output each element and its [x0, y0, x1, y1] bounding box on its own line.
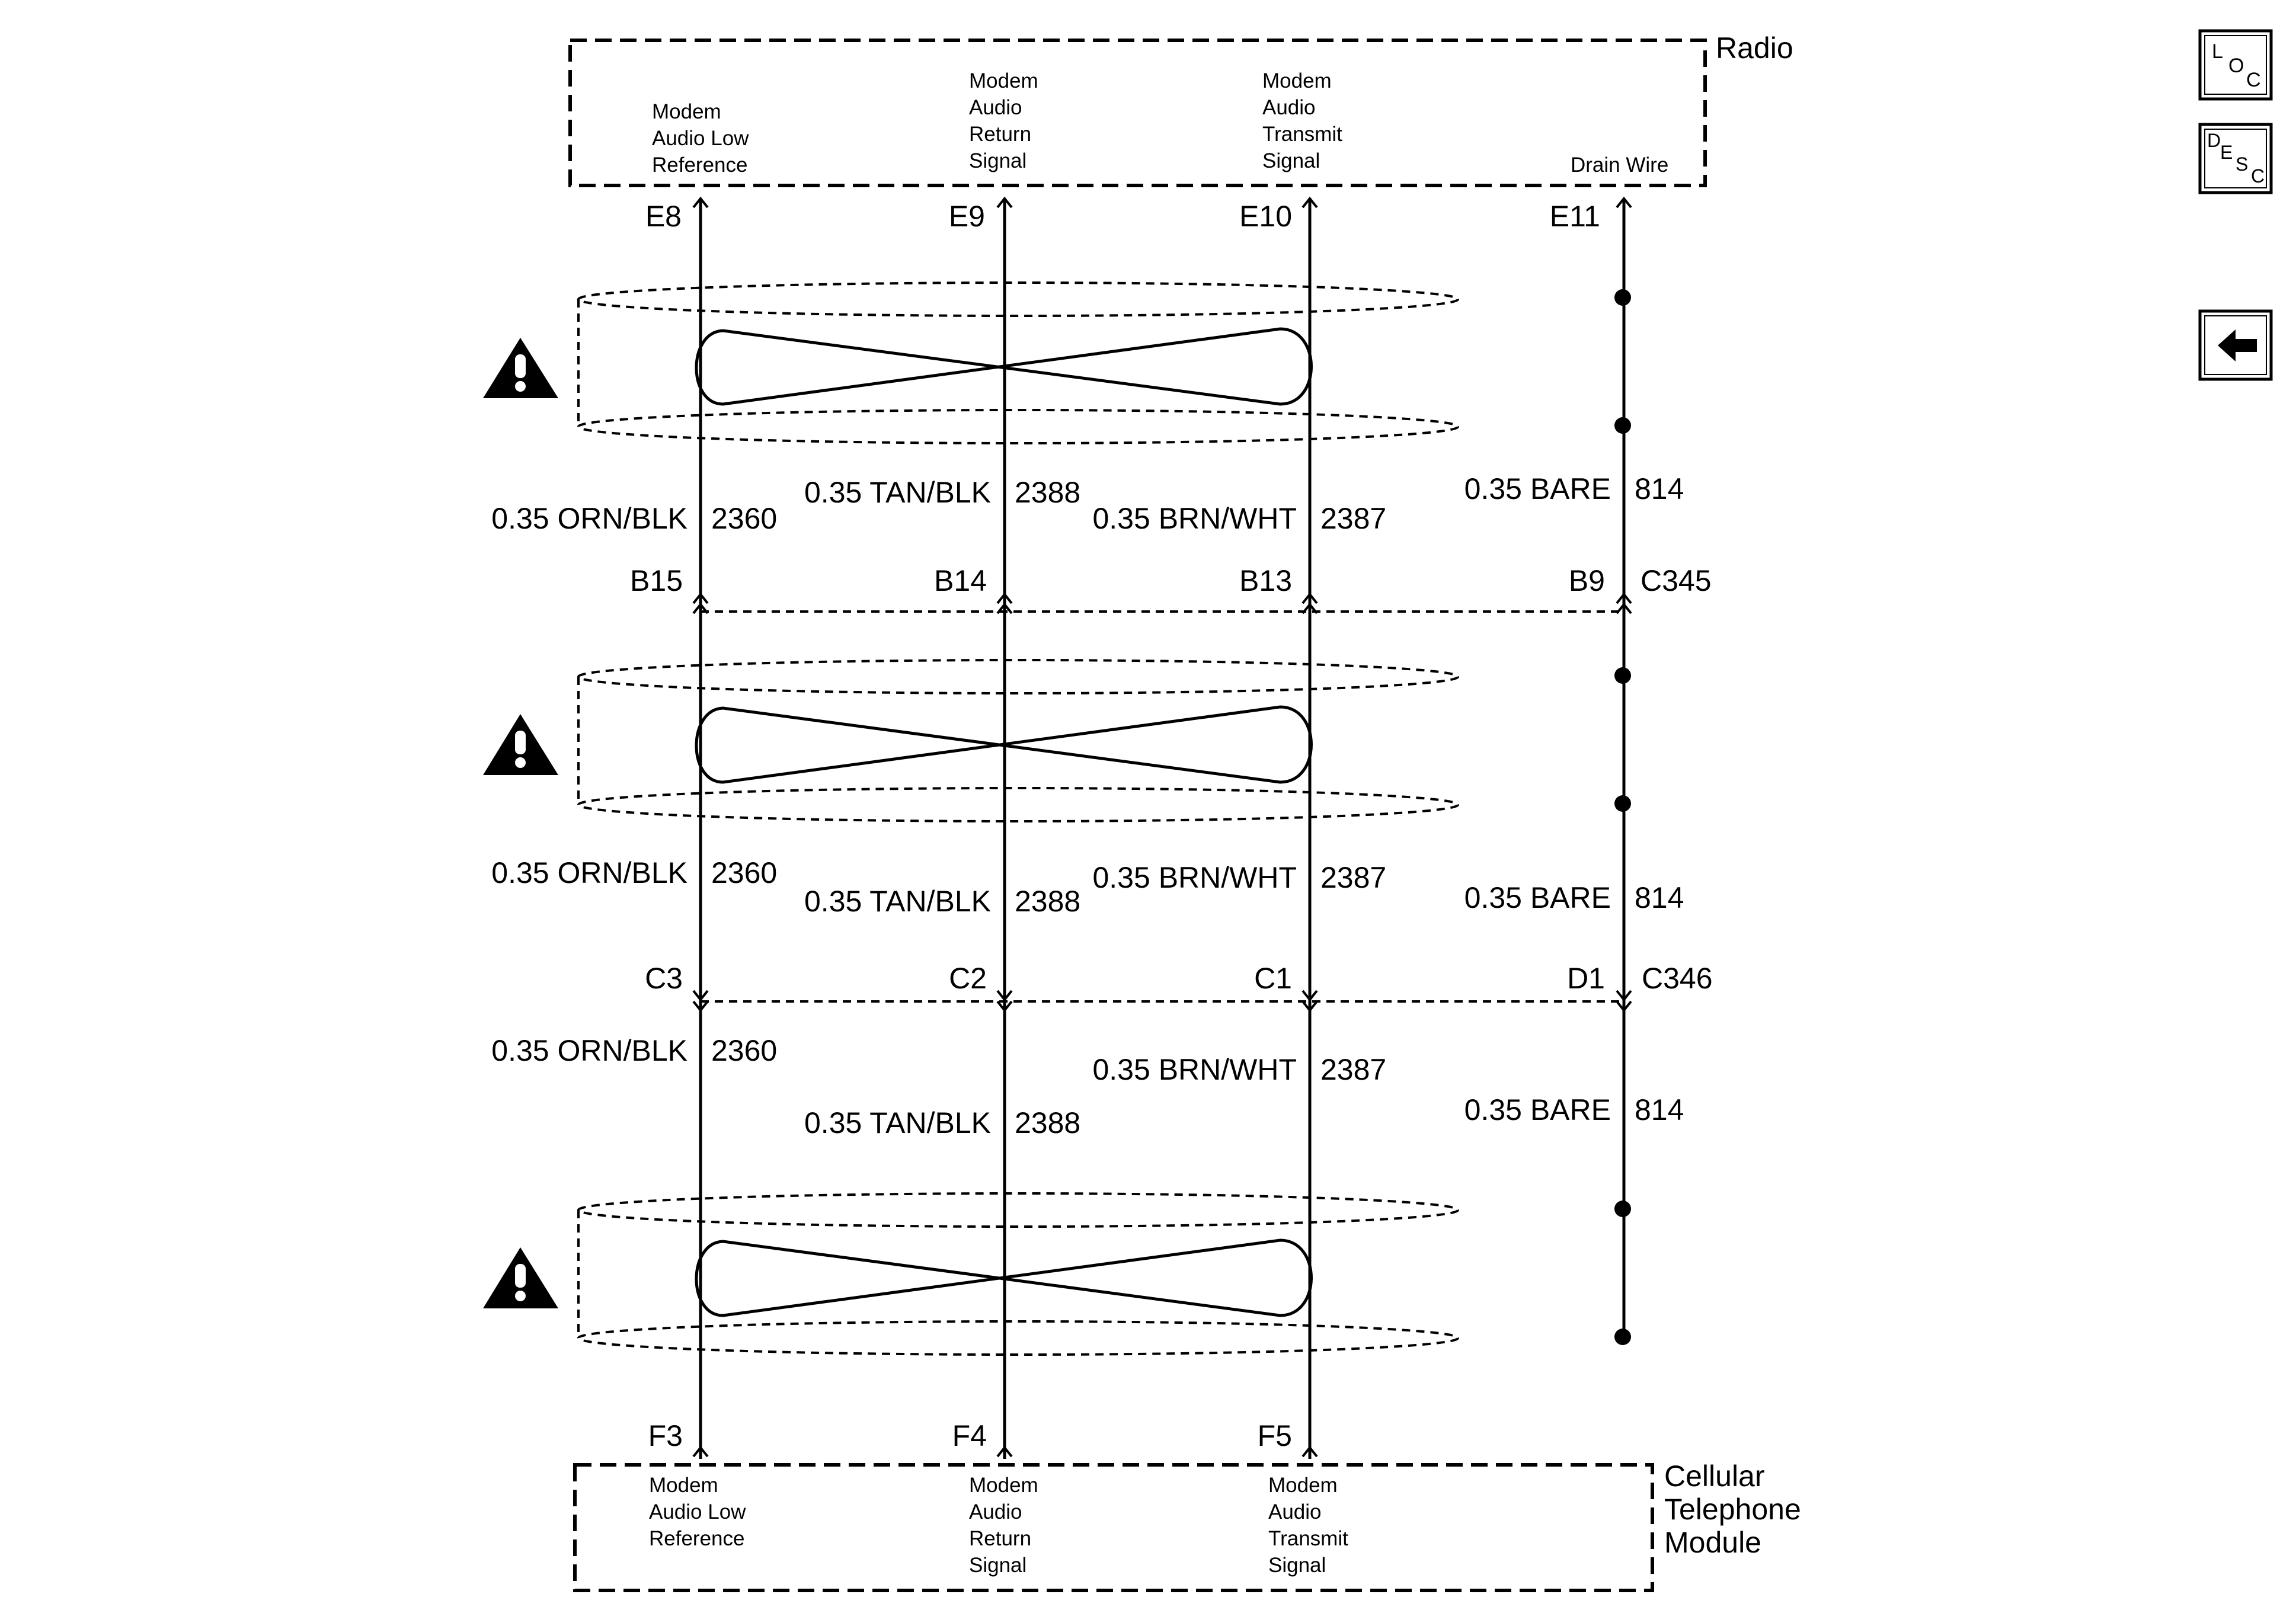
seg2-wire-814-circuit: 814: [1635, 881, 1684, 914]
shield-1-drain-bottom: [1614, 417, 1631, 434]
c345-terminals: [692, 592, 1632, 614]
shield-1: [577, 281, 1459, 444]
c345-pin-b13: B13: [1239, 564, 1292, 597]
seg1-wire-2360-spec: 0.35 ORN/BLK: [491, 502, 687, 535]
seg1-wire-2388-spec: 0.35 TAN/BLK: [804, 476, 991, 509]
radio-pin-e8-desc: Modem Audio Low Reference: [652, 100, 754, 177]
c346-pin-c3: C3: [645, 962, 683, 995]
seg3-wire-2387-circuit: 2387: [1320, 1053, 1386, 1086]
shield-2: [577, 659, 1459, 822]
shield-3-drain-top: [1614, 1201, 1631, 1217]
c346-name: C346: [1642, 962, 1713, 995]
module-pin-f4-desc: Modem Audio Return Signal: [969, 1474, 1044, 1577]
radio-title: Radio: [1716, 31, 1793, 65]
module-pin-f5-desc: Modem Audio Transmit Signal: [1268, 1474, 1354, 1577]
seg2-wire-2360-circuit: 2360: [711, 856, 777, 889]
c346-pin-c1: C1: [1254, 962, 1292, 995]
c346-pin-c2: C2: [949, 962, 987, 995]
seg2-wire-2387-spec: 0.35 BRN/WHT: [1092, 861, 1297, 894]
pin-f5: F5: [1258, 1419, 1292, 1452]
pin-e9: E9: [949, 200, 985, 233]
seg3-wire-2388-spec: 0.35 TAN/BLK: [804, 1106, 991, 1140]
seg1-wire-814-spec: 0.35 BARE: [1464, 472, 1611, 505]
desc-letter-s: S: [2236, 153, 2248, 175]
shield-3-drain-bottom: [1614, 1329, 1631, 1345]
pin-e11: E11: [1550, 200, 1600, 233]
radio-pin-e9-desc: Modem Audio Return Signal: [969, 69, 1044, 172]
shield-2-drain-bottom: [1614, 795, 1631, 812]
c346-terminals: [692, 990, 1632, 1013]
warning-icon: [483, 338, 558, 398]
seg2-wire-2388-spec: 0.35 TAN/BLK: [804, 885, 991, 918]
seg3-wire-2360-circuit: 2360: [711, 1034, 777, 1067]
back-arrow-icon: [2218, 329, 2257, 361]
pin-e10: E10: [1239, 200, 1292, 233]
desc-letter-d: D: [2207, 130, 2221, 151]
seg3-wire-2388-circuit: 2388: [1015, 1106, 1080, 1140]
twisted-pair-1: [695, 327, 1313, 406]
loc-button[interactable]: L O C: [2198, 29, 2273, 101]
seg3-wire-2387-spec: 0.35 BRN/WHT: [1092, 1053, 1297, 1086]
warning-icon: [483, 1247, 558, 1308]
radio-terminals: [692, 196, 1632, 209]
pin-f4: F4: [952, 1419, 987, 1452]
twisted-pair-2: [695, 705, 1313, 784]
loc-letter-o: O: [2228, 55, 2244, 77]
desc-button[interactable]: D E S C: [2198, 123, 2273, 194]
pin-f3: F3: [648, 1419, 683, 1452]
c345-pin-b14: B14: [934, 564, 987, 597]
seg1-wire-2388-circuit: 2388: [1015, 476, 1080, 509]
c345-name: C345: [1641, 564, 1712, 597]
twisted-pair-3: [695, 1238, 1313, 1317]
radio-pin-e10-desc: Modem Audio Transmit Signal: [1262, 69, 1348, 172]
loc-letter-l: L: [2212, 40, 2223, 63]
seg1-wire-2360-circuit: 2360: [711, 502, 777, 535]
desc-letter-e: E: [2220, 142, 2233, 163]
desc-letter-c: C: [2251, 165, 2265, 187]
seg1-wire-814-circuit: 814: [1635, 472, 1684, 505]
seg2-wire-814-spec: 0.35 BARE: [1464, 881, 1611, 914]
seg2-wire-2360-spec: 0.35 ORN/BLK: [491, 856, 687, 889]
module-terminals: [692, 1445, 1318, 1458]
seg3-wire-814-spec: 0.35 BARE: [1464, 1093, 1611, 1126]
radio-box: [568, 39, 1707, 187]
back-button[interactable]: [2198, 309, 2273, 381]
seg3-wire-814-circuit: 814: [1635, 1093, 1684, 1126]
seg1-wire-2387-spec: 0.35 BRN/WHT: [1092, 502, 1297, 535]
c345-pin-b15: B15: [630, 564, 683, 597]
pin-e8: E8: [645, 200, 682, 233]
seg1-wire-2387-circuit: 2387: [1320, 502, 1386, 535]
module-title: Cellular Telephone Module: [1664, 1459, 1809, 1559]
shield-1-drain-top: [1614, 289, 1631, 306]
seg3-wire-2360-spec: 0.35 ORN/BLK: [491, 1034, 687, 1067]
module-pin-f3-desc: Modem Audio Low Reference: [649, 1474, 752, 1550]
shield-3: [577, 1192, 1459, 1356]
radio-pin-e11-desc: Drain Wire: [1571, 153, 1668, 177]
shield-2-drain-top: [1614, 667, 1631, 684]
seg2-wire-2387-circuit: 2387: [1320, 861, 1386, 894]
warning-icon: [483, 714, 558, 775]
module-box: [573, 1463, 1654, 1592]
c346-pin-d1: D1: [1567, 962, 1605, 995]
loc-letter-c: C: [2246, 69, 2261, 91]
seg2-wire-2388-circuit: 2388: [1015, 885, 1080, 918]
c345-pin-b9: B9: [1569, 564, 1605, 597]
